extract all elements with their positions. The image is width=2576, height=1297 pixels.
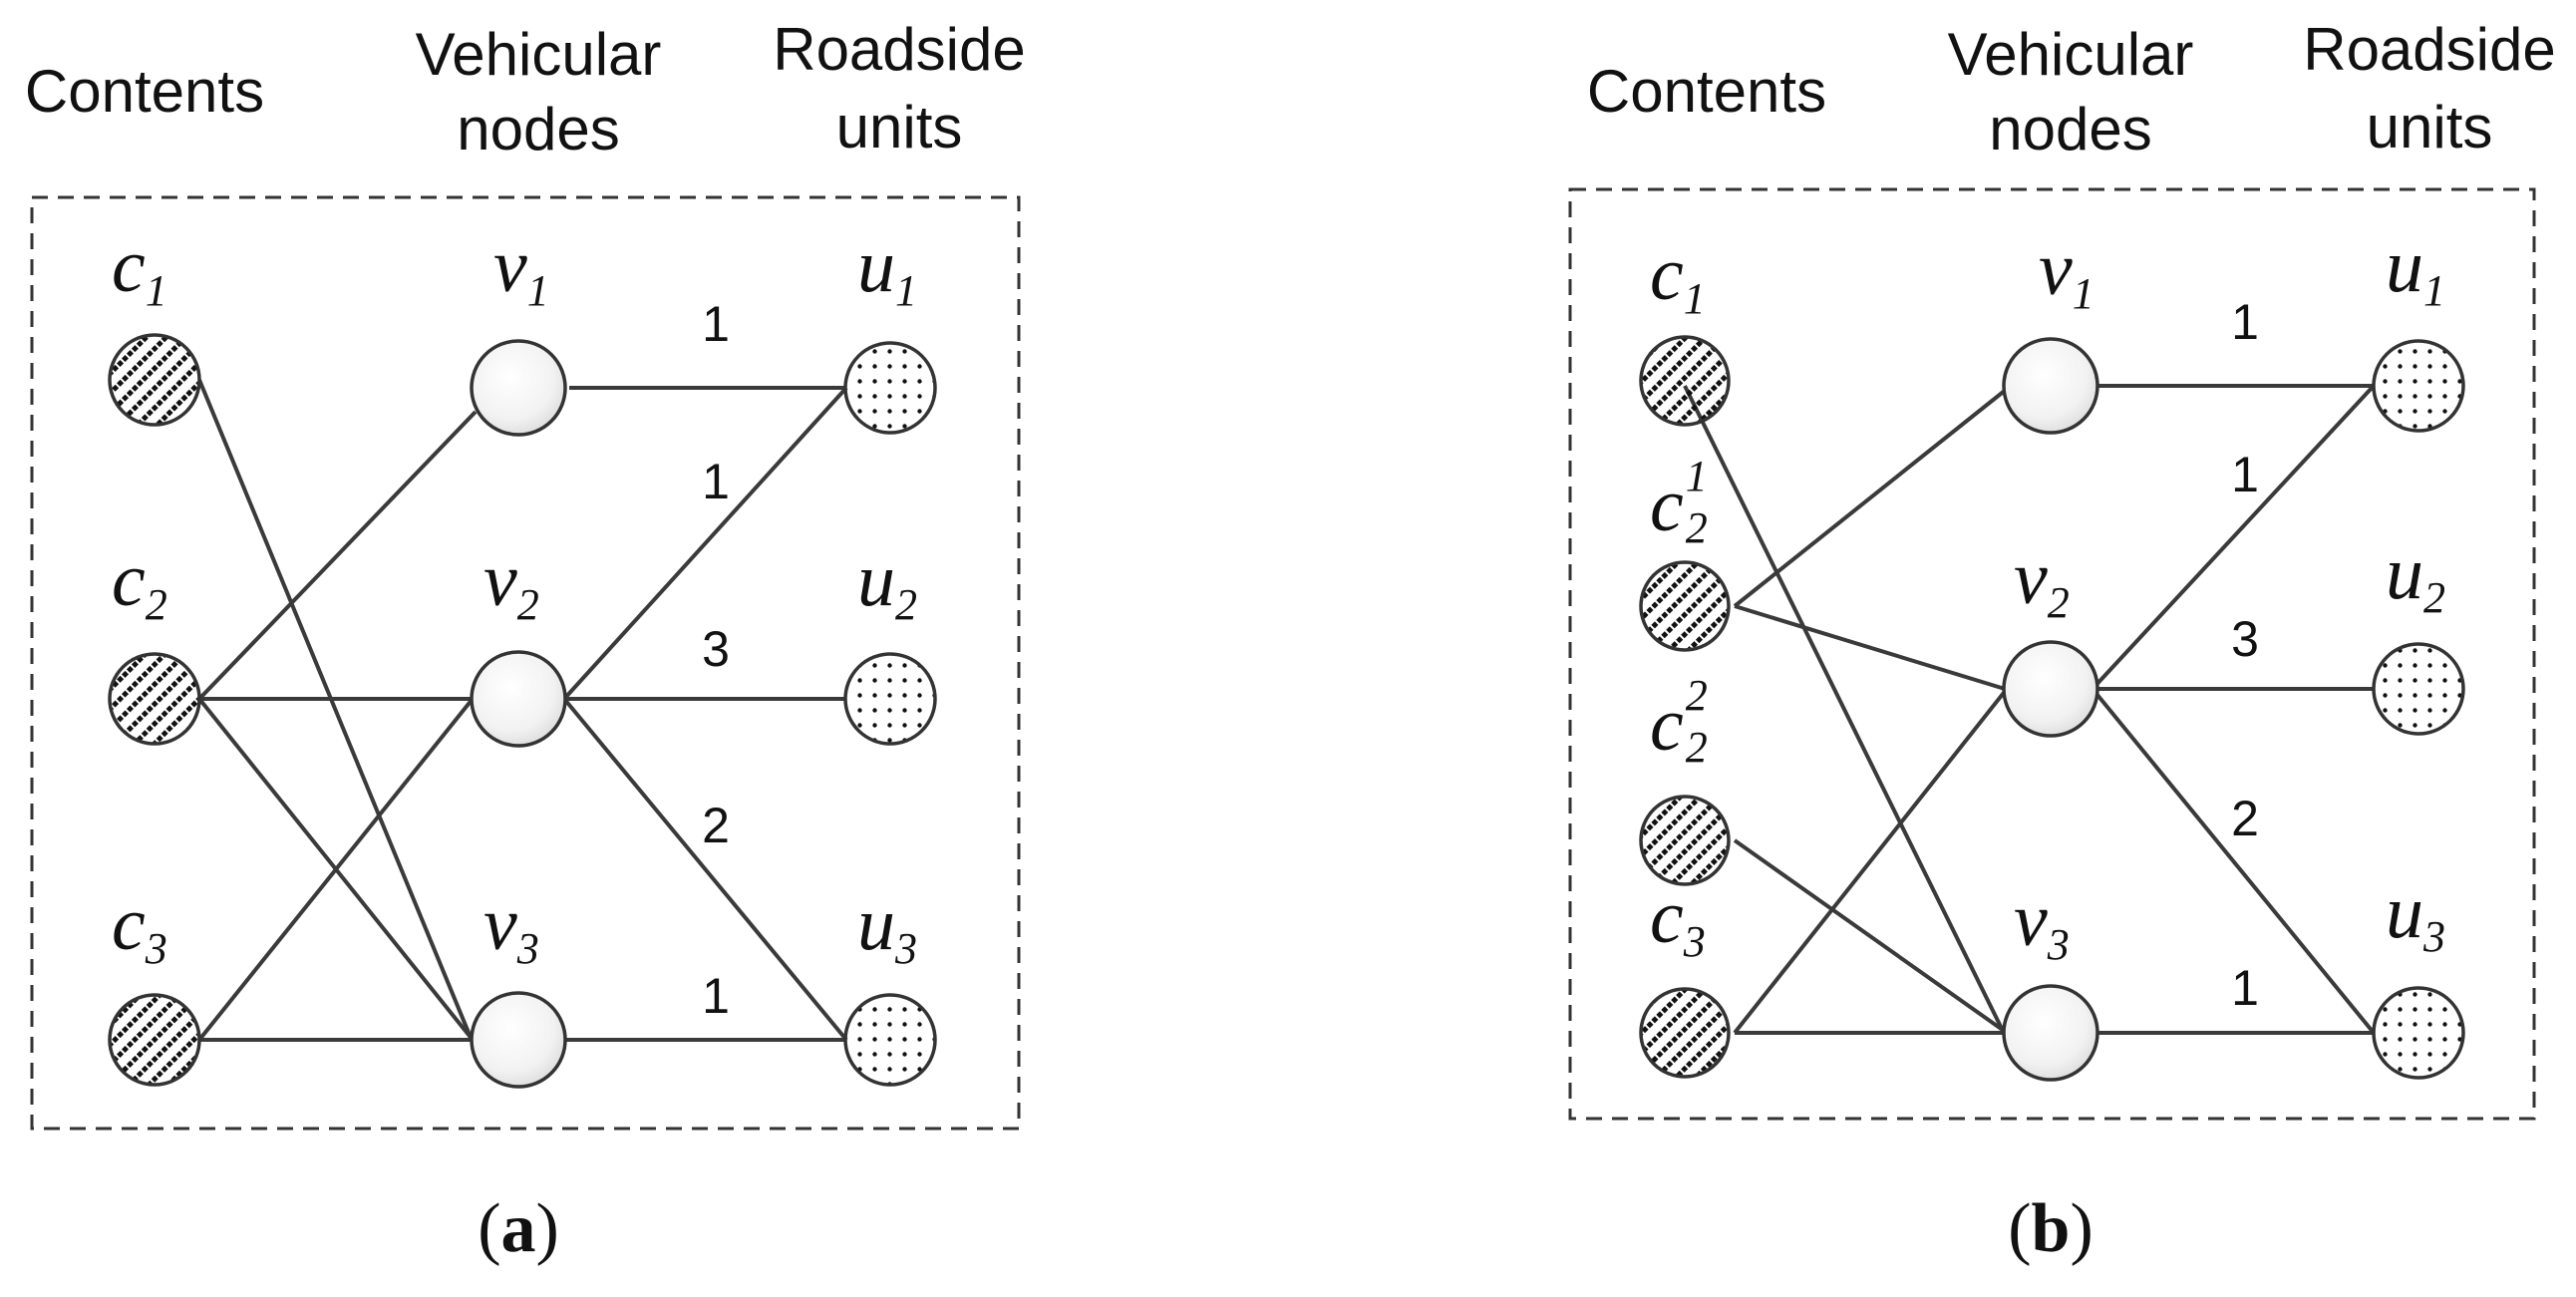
label-u1: u1 — [2386, 224, 2445, 315]
label-c3: c3 — [112, 882, 167, 973]
node-v1 — [2002, 337, 2099, 435]
label-u3: u3 — [2386, 870, 2445, 961]
label-c3: c3 — [1650, 875, 1706, 966]
panel-a-header-vehicular-line2: nodes — [457, 96, 619, 162]
panel-a-header-vehicular-line1: Vehicular — [416, 21, 662, 88]
label-c1: c1 — [1650, 232, 1706, 323]
edge-c2-1-v1 — [1733, 384, 2013, 608]
node-u1 — [843, 341, 937, 435]
panel-a-edges — [197, 379, 848, 1042]
edge-c1-v3 — [197, 379, 474, 1041]
label-v3: v3 — [483, 882, 539, 973]
panel-b-header-contents: Contents — [1587, 58, 1826, 125]
node-v3 — [2002, 984, 2099, 1082]
panel-b-vehicle-nodes — [2002, 337, 2099, 1082]
panel-b-caption: (b) — [2008, 1190, 2093, 1267]
panel-a-header-roadside-line2: units — [836, 94, 963, 161]
weight-v2-u3: 2 — [2231, 791, 2259, 846]
node-c1 — [108, 333, 201, 427]
node-c2-2 — [1639, 795, 1731, 886]
weight-v1-u1: 1 — [2231, 294, 2259, 350]
node-v1 — [470, 339, 567, 437]
panel-b-header-roadside-line2: units — [2367, 94, 2493, 161]
panel-a-caption: (a) — [478, 1190, 559, 1267]
panel-b-content-nodes — [1639, 335, 1731, 1079]
panel-a-unit-nodes — [843, 341, 937, 1087]
panel-b-header-vehicular-line2: nodes — [1989, 96, 2151, 162]
node-v2 — [2002, 640, 2099, 738]
edge-v2-u1 — [562, 386, 848, 701]
panel-a-header-contents: Contents — [25, 58, 264, 125]
panel-b: Contents Vehicular nodes Roadside units … — [1568, 16, 2556, 1267]
panel-a: Contents Vehicular nodes Roadside units … — [25, 16, 1026, 1267]
node-c2 — [108, 652, 201, 746]
edge-c2-2-v3 — [1733, 838, 2009, 1035]
node-c3 — [108, 993, 201, 1087]
label-u2: u2 — [2386, 531, 2445, 622]
label-c2: c2 — [112, 538, 167, 629]
panel-a-node-labels: c1 c2 c3 v1 v2 v3 u1 u2 u3 — [112, 224, 917, 973]
label-u2: u2 — [857, 538, 917, 629]
node-v2 — [470, 650, 567, 748]
weight-v3-u3: 1 — [702, 968, 730, 1024]
edge-c2-1-v2 — [1734, 604, 2006, 691]
node-c2-1 — [1639, 560, 1731, 652]
panel-a-vehicle-nodes — [470, 339, 567, 1089]
panel-a-frame — [30, 195, 1021, 1131]
node-u3 — [2372, 986, 2465, 1080]
edge-v2-u1 — [2091, 384, 2376, 691]
node-v3 — [470, 991, 567, 1089]
edge-c1-v3 — [1683, 385, 2006, 1034]
weight-v2-u1: 1 — [2231, 447, 2259, 502]
weight-v2-u1: 1 — [702, 454, 730, 509]
node-u2 — [843, 652, 937, 746]
label-v2: v2 — [483, 538, 539, 629]
node-u2 — [2372, 642, 2465, 736]
node-c3 — [1639, 987, 1731, 1079]
edge-v2-u3 — [2091, 687, 2376, 1035]
label-v1: v1 — [493, 224, 549, 315]
weight-v2-u2: 3 — [702, 621, 730, 677]
edge-c2-v1 — [197, 410, 478, 701]
weight-v2-u2: 3 — [2231, 611, 2259, 667]
panel-a-weights: 1 1 3 2 1 — [702, 296, 730, 1024]
label-v1: v1 — [2039, 227, 2094, 318]
panel-b-edges — [1683, 384, 2376, 1035]
panel-b-frame — [1568, 187, 2536, 1121]
node-c1 — [1639, 335, 1731, 427]
panel-b-header-roadside-line1: Roadside — [2303, 16, 2556, 83]
panel-a-header-roadside-line1: Roadside — [773, 16, 1026, 83]
label-v2: v2 — [2014, 536, 2070, 627]
node-u3 — [843, 993, 937, 1087]
label-u1: u1 — [857, 224, 917, 315]
panel-b-weights: 1 1 3 2 1 — [2231, 294, 2259, 1016]
node-u1 — [2372, 339, 2465, 433]
panel-b-header-vehicular-line1: Vehicular — [1948, 21, 2194, 88]
weight-v2-u3: 2 — [702, 798, 730, 853]
panel-b-unit-nodes — [2372, 339, 2465, 1080]
edge-v2-u3 — [562, 697, 848, 1042]
weight-v1-u1: 1 — [702, 296, 730, 352]
weight-v3-u3: 1 — [2231, 960, 2259, 1016]
panel-a-content-nodes — [108, 333, 201, 1087]
label-u3: u3 — [857, 882, 917, 973]
edge-c3-v2 — [197, 697, 475, 1042]
label-v3: v3 — [2014, 878, 2070, 969]
edge-c3-v2 — [1733, 687, 2009, 1035]
label-c1: c1 — [112, 224, 167, 315]
